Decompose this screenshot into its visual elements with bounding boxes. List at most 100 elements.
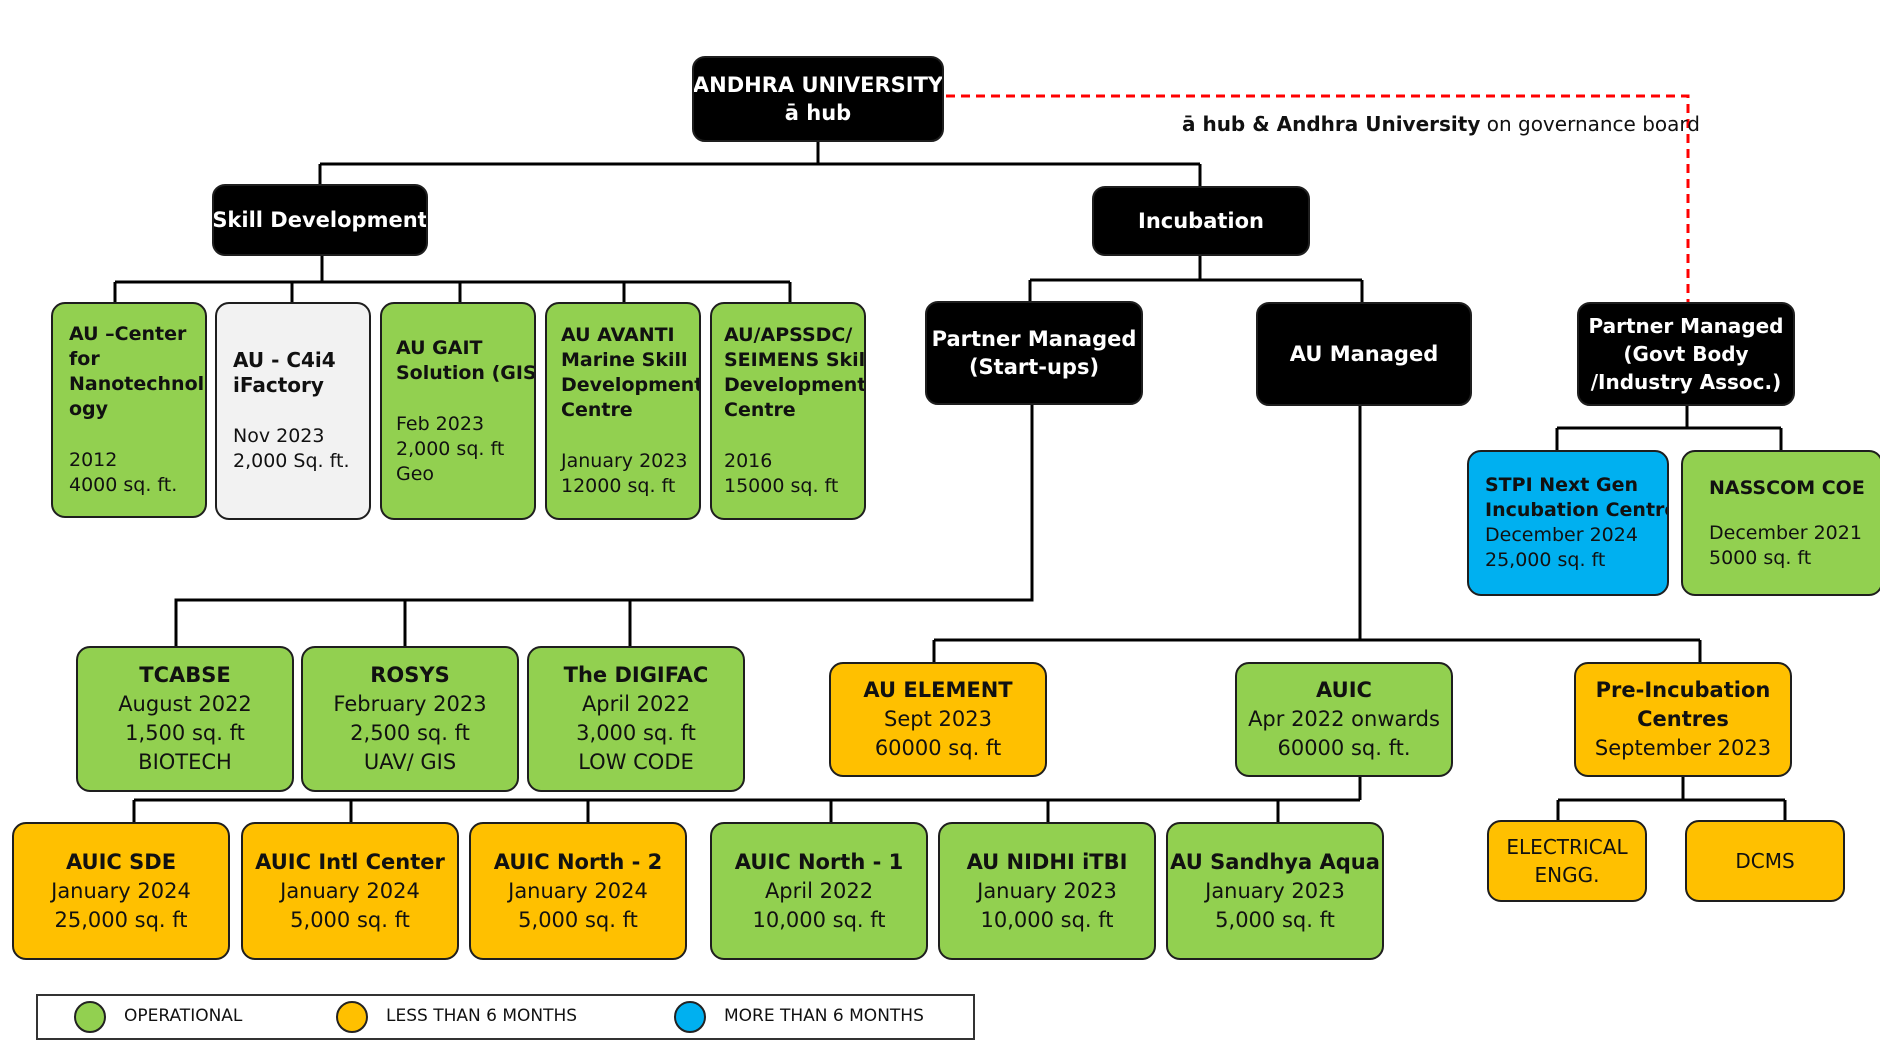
skill-card-name: Solution (GIS) [396,361,536,384]
root-title: ANDHRA UNIVERSITY [692,73,944,97]
auic-child-name: AUIC Intl Center [255,849,445,874]
skill-development-label: Skill Development [212,208,428,232]
auic-child-sde: AUIC SDE January 2024 25,000 sq. ft [12,822,230,960]
startup-name: ROSYS [370,663,450,687]
legend-under6-label: LESS THAN 6 MONTHS [386,1006,578,1026]
incubation-node: Incubation [1092,186,1310,256]
skill-card-name: SEIMENS Skill [724,349,866,371]
pre-child-dcms: DCMS [1685,820,1845,902]
startup-digifac: The DIGIFAC April 2022 3,000 sq. ft LOW … [527,646,745,792]
stpi-node: STPI Next Gen Incubation Centre December… [1467,450,1669,596]
auic-detail: Apr 2022 onwards [1248,707,1440,731]
legend-orange-swatch [336,1001,368,1033]
legend-operational-label: OPERATIONAL [124,1006,243,1026]
auic-child-detail: 5,000 sq. ft [518,907,638,932]
skill-card-name: Nanotechnol [69,373,205,395]
auic-child-detail: 5,000 sq. ft [1215,907,1335,932]
auic-child-name: AUIC North - 2 [493,849,663,874]
auic-child-nidhi-itbi: AU NIDHI iTBI January 2023 10,000 sq. ft [938,822,1156,960]
skill-card-name: AU GAIT [396,336,483,359]
au-element-detail: 60000 sq. ft [874,736,1002,760]
startup-detail: 3,000 sq. ft [576,721,696,745]
skill-card-name: AU –Center [69,323,187,345]
skill-card-name: Marine Skill [561,349,688,371]
auic-name: AUIC [1316,678,1372,702]
legend-blue-swatch [674,1001,706,1033]
auic-child-detail: January 2024 [51,878,191,903]
skill-card-name: ogy [69,398,109,420]
startup-tcabse: TCABSE August 2022 1,500 sq. ft BIOTECH [76,646,294,792]
auic-child-detail: 25,000 sq. ft [54,907,188,932]
skill-card-detail: January 2023 [561,450,688,472]
auic-child-detail: January 2024 [280,878,420,903]
auic-child-detail: January 2023 [977,878,1117,903]
nasscom-name: NASSCOM COE [1709,476,1865,499]
partner-govt-line1: Partner Managed [1588,314,1784,338]
skill-card-name: AU - C4i4 [233,348,336,372]
skill-card-name: iFactory [233,373,324,397]
pre-child-electrical: ELECTRICAL ENGG. [1487,820,1647,902]
skill-card-name: Centre [724,399,796,421]
skill-card-detail: Feb 2023 [396,412,485,435]
skill-card-detail: Geo [396,462,435,485]
auic-child-north-1: AUIC North - 1 April 2022 10,000 sq. ft [710,822,928,960]
skill-card-avanti: AU AVANTI Marine Skill Development Centr… [545,302,701,520]
startup-detail: BIOTECH [138,750,232,774]
startup-detail: 1,500 sq. ft [125,721,245,745]
skill-card-name: Development [561,374,701,396]
auic-child-sandhya-aqua: AU Sandhya Aqua January 2023 5,000 sq. f… [1166,822,1384,960]
governance-note: ā hub & Andhra University on governance … [1182,112,1700,136]
skill-card-detail: 2012 [69,449,118,471]
root-subtitle: ā hub [784,101,852,125]
stpi-name: STPI Next Gen [1485,474,1639,496]
pre-child-name: ELECTRICAL [1506,835,1628,859]
auic-child-detail: 10,000 sq. ft [980,907,1114,932]
auic-child-name: AUIC North - 1 [734,849,904,874]
startup-detail: LOW CODE [578,750,694,774]
legend: OPERATIONAL LESS THAN 6 MONTHS MORE THAN… [36,994,975,1040]
auic-child-detail: April 2022 [764,878,874,903]
pre-incubation-name: Centres [1637,707,1729,731]
skill-card-detail: 12000 sq. ft [561,475,676,497]
auic-child-detail: 10,000 sq. ft [752,907,886,932]
au-element-detail: Sept 2023 [884,707,992,731]
nasscom-detail: 5000 sq. ft [1709,546,1812,569]
partner-managed-govt-node: Partner Managed (Govt Body /Industry Ass… [1577,302,1795,406]
skill-card-detail: 15000 sq. ft [724,475,839,497]
pre-child-name: DCMS [1735,848,1795,873]
auic-child-name: AU Sandhya Aqua [1170,849,1380,874]
au-element-node: AU ELEMENT Sept 2023 60000 sq. ft [829,662,1047,777]
startup-detail: April 2022 [581,692,691,716]
auic-child-name: AU NIDHI iTBI [966,849,1128,874]
partner-managed-startups-node: Partner Managed (Start-ups) [925,301,1143,405]
skill-card-c4i4: AU - C4i4 iFactory Nov 2023 2,000 Sq. ft… [215,302,371,520]
legend-over6-label: MORE THAN 6 MONTHS [724,1006,924,1026]
stpi-detail: 25,000 sq. ft [1485,549,1606,571]
skill-card-apssdc: AU/APSSDC/ SEIMENS Skill Development Cen… [710,302,866,520]
skill-card-detail: Nov 2023 [233,425,325,447]
skill-card-detail: 4000 sq. ft. [69,474,178,496]
startup-detail: February 2023 [333,692,487,716]
skill-card-detail: 2,000 Sq. ft. [233,450,350,472]
pre-incubation-detail: September 2023 [1594,736,1772,760]
skill-card-detail: 2016 [724,450,773,472]
legend-green-swatch [74,1001,106,1033]
incubation-label: Incubation [1138,209,1264,233]
skill-card-name: for [69,348,100,370]
skill-development-node: Skill Development [212,184,428,256]
partner-govt-line3: /Industry Assoc.) [1590,370,1782,394]
auic-child-intl-center: AUIC Intl Center January 2024 5,000 sq. … [241,822,459,960]
skill-card-gait: AU GAIT Solution (GIS) Feb 2023 2,000 sq… [380,302,536,520]
startup-rosys: ROSYS February 2023 2,500 sq. ft UAV/ GI… [301,646,519,792]
startup-name: TCABSE [139,663,231,687]
auic-child-detail: January 2023 [1205,878,1345,903]
stpi-detail: December 2024 [1485,524,1638,546]
governance-note-rest: on governance board [1486,112,1700,136]
governance-note-bold: ā hub & Andhra University [1182,112,1481,136]
auic-node: AUIC Apr 2022 onwards 60000 sq. ft. [1235,662,1453,777]
au-element-name: AU ELEMENT [863,678,1013,702]
pre-incubation-name: Pre-Incubation [1595,678,1771,702]
partner-govt-line2: (Govt Body [1623,342,1749,366]
auic-child-north-2: AUIC North - 2 January 2024 5,000 sq. ft [469,822,687,960]
